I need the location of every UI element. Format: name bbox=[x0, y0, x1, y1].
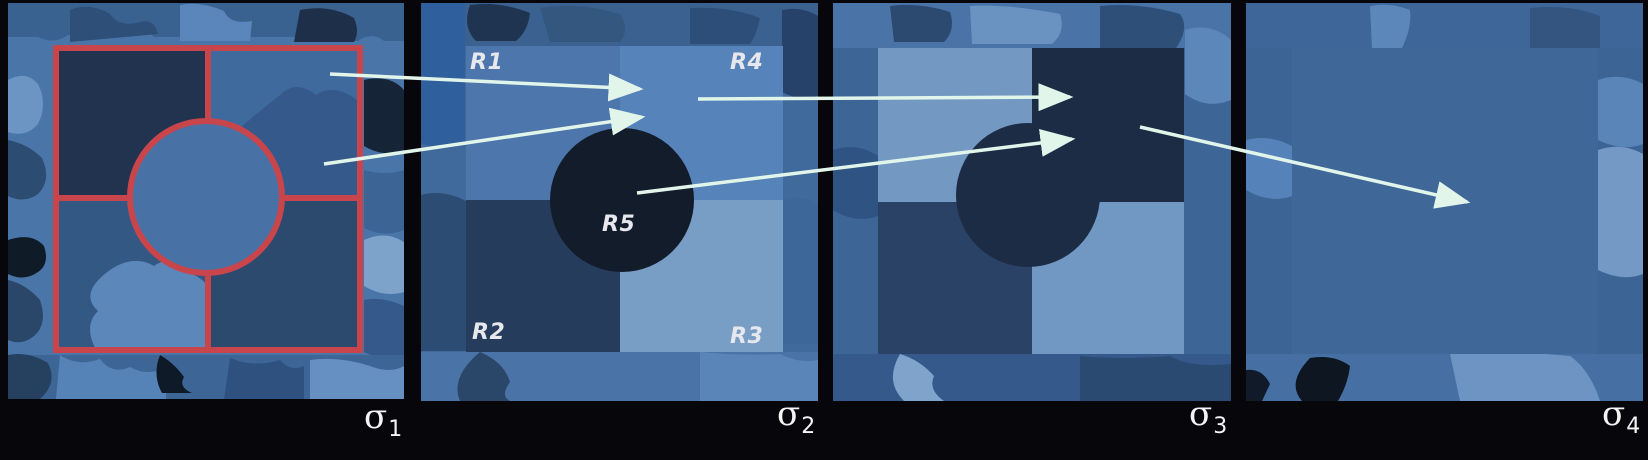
region-merged-all bbox=[1292, 48, 1598, 354]
sigma-symbol: σ bbox=[1189, 394, 1213, 434]
region-label-r3: R3 bbox=[730, 324, 764, 349]
region-label-r5: R5 bbox=[602, 212, 636, 237]
arrow-merged-to-final bbox=[1139, 125, 1471, 209]
region-label-r1: R1 bbox=[470, 50, 504, 75]
scale-label-sigma-1: σ1 bbox=[364, 400, 402, 441]
texture-blotches bbox=[833, 3, 1231, 401]
texture-blotches bbox=[1246, 3, 1643, 401]
sigma-subscript: 3 bbox=[1213, 414, 1228, 439]
arrow-r4-to-r4 bbox=[329, 72, 644, 102]
region-r5 bbox=[550, 128, 694, 272]
panel-sigma-4 bbox=[1246, 3, 1643, 401]
region-r5-center-circle bbox=[130, 121, 282, 273]
sigma-subscript: 2 bbox=[801, 414, 816, 439]
sigma-symbol: σ bbox=[777, 394, 801, 434]
sigma-subscript: 4 bbox=[1626, 414, 1641, 439]
sigma-symbol: σ bbox=[1602, 394, 1626, 434]
sigma-symbol: σ bbox=[364, 397, 388, 437]
region-r5-merged bbox=[956, 123, 1100, 267]
texture-blotches bbox=[421, 3, 818, 401]
arrow-r4-to-merged bbox=[697, 83, 1074, 112]
region-label-r4: R4 bbox=[730, 50, 764, 75]
scale-label-sigma-4: σ4 bbox=[1602, 397, 1640, 438]
region-label-r2: R2 bbox=[472, 320, 506, 345]
panel-sigma-3 bbox=[833, 3, 1231, 401]
texture-blotches bbox=[8, 3, 404, 399]
arrow-r4b-to-r4 bbox=[323, 107, 646, 166]
sigma-subscript: 1 bbox=[388, 417, 403, 442]
merge-arrows bbox=[323, 72, 1471, 209]
arrow-r5-to-merged bbox=[636, 128, 1076, 195]
scale-label-sigma-2: σ2 bbox=[777, 397, 815, 438]
scale-label-sigma-3: σ3 bbox=[1189, 397, 1227, 438]
red-partition-outline bbox=[53, 45, 363, 353]
panel-sigma-2 bbox=[421, 3, 818, 401]
panel-sigma-1 bbox=[8, 3, 404, 399]
